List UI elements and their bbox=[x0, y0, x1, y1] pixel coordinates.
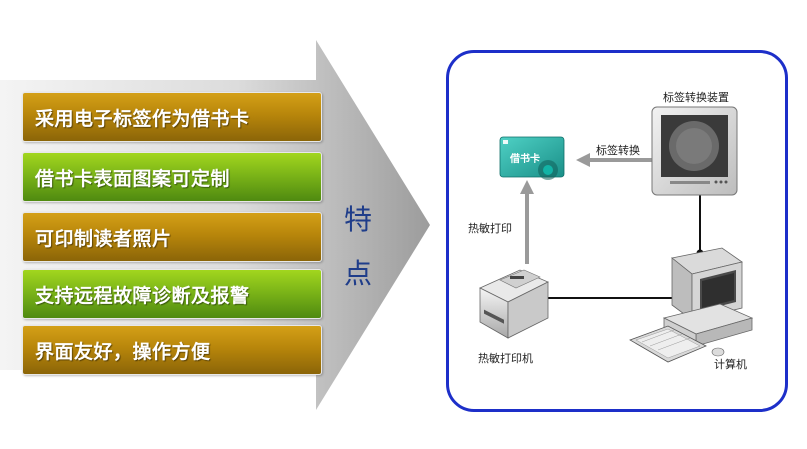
library-card-icon bbox=[499, 136, 565, 180]
tag-converter-icon bbox=[651, 106, 738, 196]
feature-label: 支持远程故障诊断及报警 bbox=[35, 284, 250, 307]
computer-icon bbox=[629, 247, 754, 363]
feature-label: 借书卡表面图案可定制 bbox=[35, 167, 231, 190]
feature-item-5: 界面友好，操作方便 bbox=[22, 325, 322, 375]
thermal-print-label: 热敏打印 bbox=[468, 222, 512, 235]
print-arrow bbox=[520, 180, 534, 264]
tag-converter-label: 标签转换装置 bbox=[663, 91, 729, 104]
conversion-arrow bbox=[576, 153, 652, 167]
conversion-label: 标签转换 bbox=[596, 144, 640, 157]
side-label-char-2: 点 bbox=[343, 257, 372, 290]
feature-label: 采用电子标签作为借书卡 bbox=[35, 107, 250, 130]
feature-item-4: 支持远程故障诊断及报警 bbox=[22, 269, 322, 319]
feature-item-1: 采用电子标签作为借书卡 bbox=[22, 92, 322, 142]
thermal-printer-label: 热敏打印机 bbox=[478, 352, 533, 365]
side-label-char-1: 特 bbox=[343, 203, 372, 236]
feature-item-2: 借书卡表面图案可定制 bbox=[22, 152, 322, 202]
feature-label: 可印制读者照片 bbox=[35, 227, 172, 250]
card-text: 借书卡 bbox=[509, 152, 540, 165]
feature-label: 界面友好，操作方便 bbox=[35, 340, 211, 363]
thermal-printer-icon bbox=[479, 269, 549, 339]
feature-item-3: 可印制读者照片 bbox=[22, 212, 322, 262]
computer-label: 计算机 bbox=[714, 358, 747, 371]
